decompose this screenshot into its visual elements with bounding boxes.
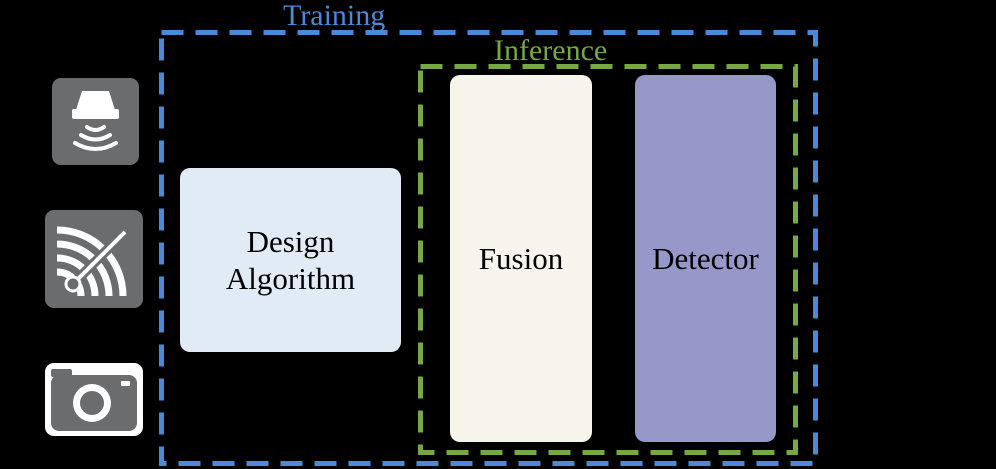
fusion-box: Fusion (450, 75, 592, 442)
design-algorithm-text: Design Algorithm (226, 223, 355, 297)
design-algorithm-line2: Algorithm (225, 261, 356, 296)
fusion-label: Fusion (478, 240, 564, 276)
camera-sensor-icon (45, 363, 143, 436)
design-algorithm-line1: Design (246, 223, 335, 259)
detector-label: Detector (652, 240, 759, 276)
inference-frame (418, 64, 798, 455)
inference-frame-border (418, 64, 798, 455)
training-frame (159, 30, 818, 466)
design-algorithm-box: Design Algorithm (180, 168, 401, 352)
training-label: Training (283, 0, 386, 32)
training-frame-border (159, 30, 818, 466)
radar-sensor-icon (45, 210, 143, 308)
ultrasound-sensor-icon (52, 78, 139, 165)
detector-box: Detector (635, 75, 776, 442)
inference-label: Inference (494, 34, 608, 67)
